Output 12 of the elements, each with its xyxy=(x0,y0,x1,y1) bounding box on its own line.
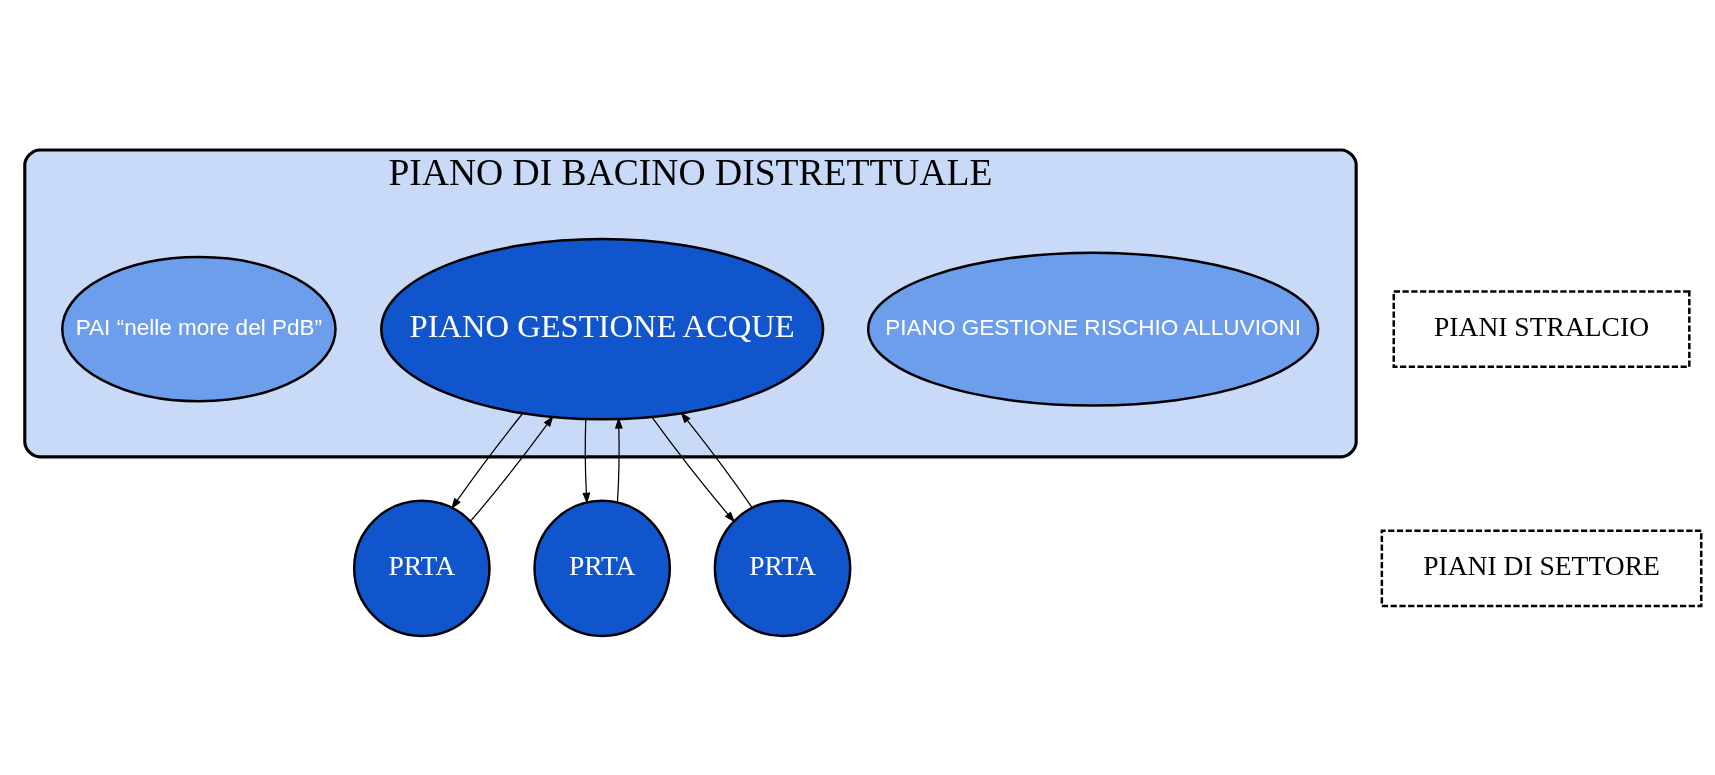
arrow xyxy=(650,416,735,523)
node-ellipse: PIANO GESTIONE RISCHIO ALLUVIONI xyxy=(866,251,1319,407)
node-circle: PRTA xyxy=(532,498,671,637)
arrow xyxy=(450,412,523,509)
node-box: PIANI DI SETTORE xyxy=(1380,529,1702,607)
node-box: PIANI STRALCIO xyxy=(1392,289,1691,368)
arrow xyxy=(581,418,590,504)
node-ellipse: PAI “nelle more del PdB” xyxy=(60,255,337,402)
arrow xyxy=(614,416,623,503)
arrow xyxy=(680,411,753,508)
arrow xyxy=(469,415,554,522)
node-circle: PRTA xyxy=(713,498,851,637)
